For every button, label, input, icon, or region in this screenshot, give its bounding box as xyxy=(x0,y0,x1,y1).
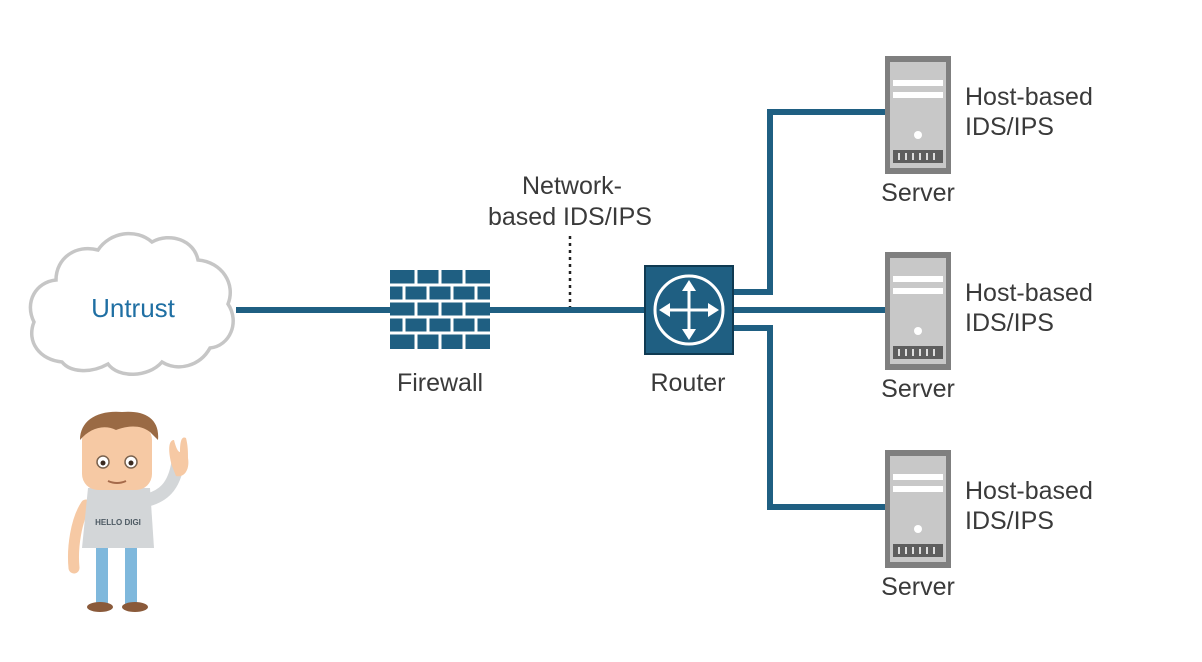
nids-label-line1: Network- xyxy=(522,172,622,200)
hids-label-line1: Host-based xyxy=(965,83,1093,111)
server-group-3: Server Host-based IDS/IPS xyxy=(881,450,1093,601)
server-label: Server xyxy=(881,375,955,403)
server-tower-icon xyxy=(885,450,951,568)
hids-label-line1: Host-based xyxy=(965,279,1093,307)
firewall-label: Firewall xyxy=(397,369,483,397)
cloud-label: Untrust xyxy=(91,293,176,323)
router-device: Router xyxy=(644,265,734,397)
server-label: Server xyxy=(881,179,955,207)
link-router-server-1 xyxy=(734,109,885,295)
cloud-icon xyxy=(28,231,235,376)
server-label: Server xyxy=(881,573,955,601)
server-tower-icon xyxy=(885,252,951,370)
brick-wall-icon xyxy=(390,270,490,349)
router-label: Router xyxy=(650,369,725,397)
link-router-server-3 xyxy=(734,325,885,510)
server-tower-icon xyxy=(885,56,951,174)
network-links xyxy=(236,109,885,510)
server-group-2: Server Host-based IDS/IPS xyxy=(881,252,1093,403)
firewall-device: Firewall xyxy=(390,270,490,397)
nids-label: Network- based IDS/IPS xyxy=(488,172,652,231)
hids-label-line2: IDS/IPS xyxy=(965,309,1054,337)
mascot-shirt-text: HELLO DIGI xyxy=(95,518,141,527)
untrust-cloud: Untrust xyxy=(28,231,235,376)
server-group-1: Server Host-based IDS/IPS xyxy=(881,56,1093,207)
hids-label-line2: IDS/IPS xyxy=(965,507,1054,535)
router-arrows-icon xyxy=(644,265,734,355)
waving-mascot-icon: HELLO DIGI xyxy=(68,411,189,612)
hids-label-line2: IDS/IPS xyxy=(965,113,1054,141)
hids-label-line1: Host-based xyxy=(965,477,1093,505)
nids-label-line2: based IDS/IPS xyxy=(488,203,652,231)
